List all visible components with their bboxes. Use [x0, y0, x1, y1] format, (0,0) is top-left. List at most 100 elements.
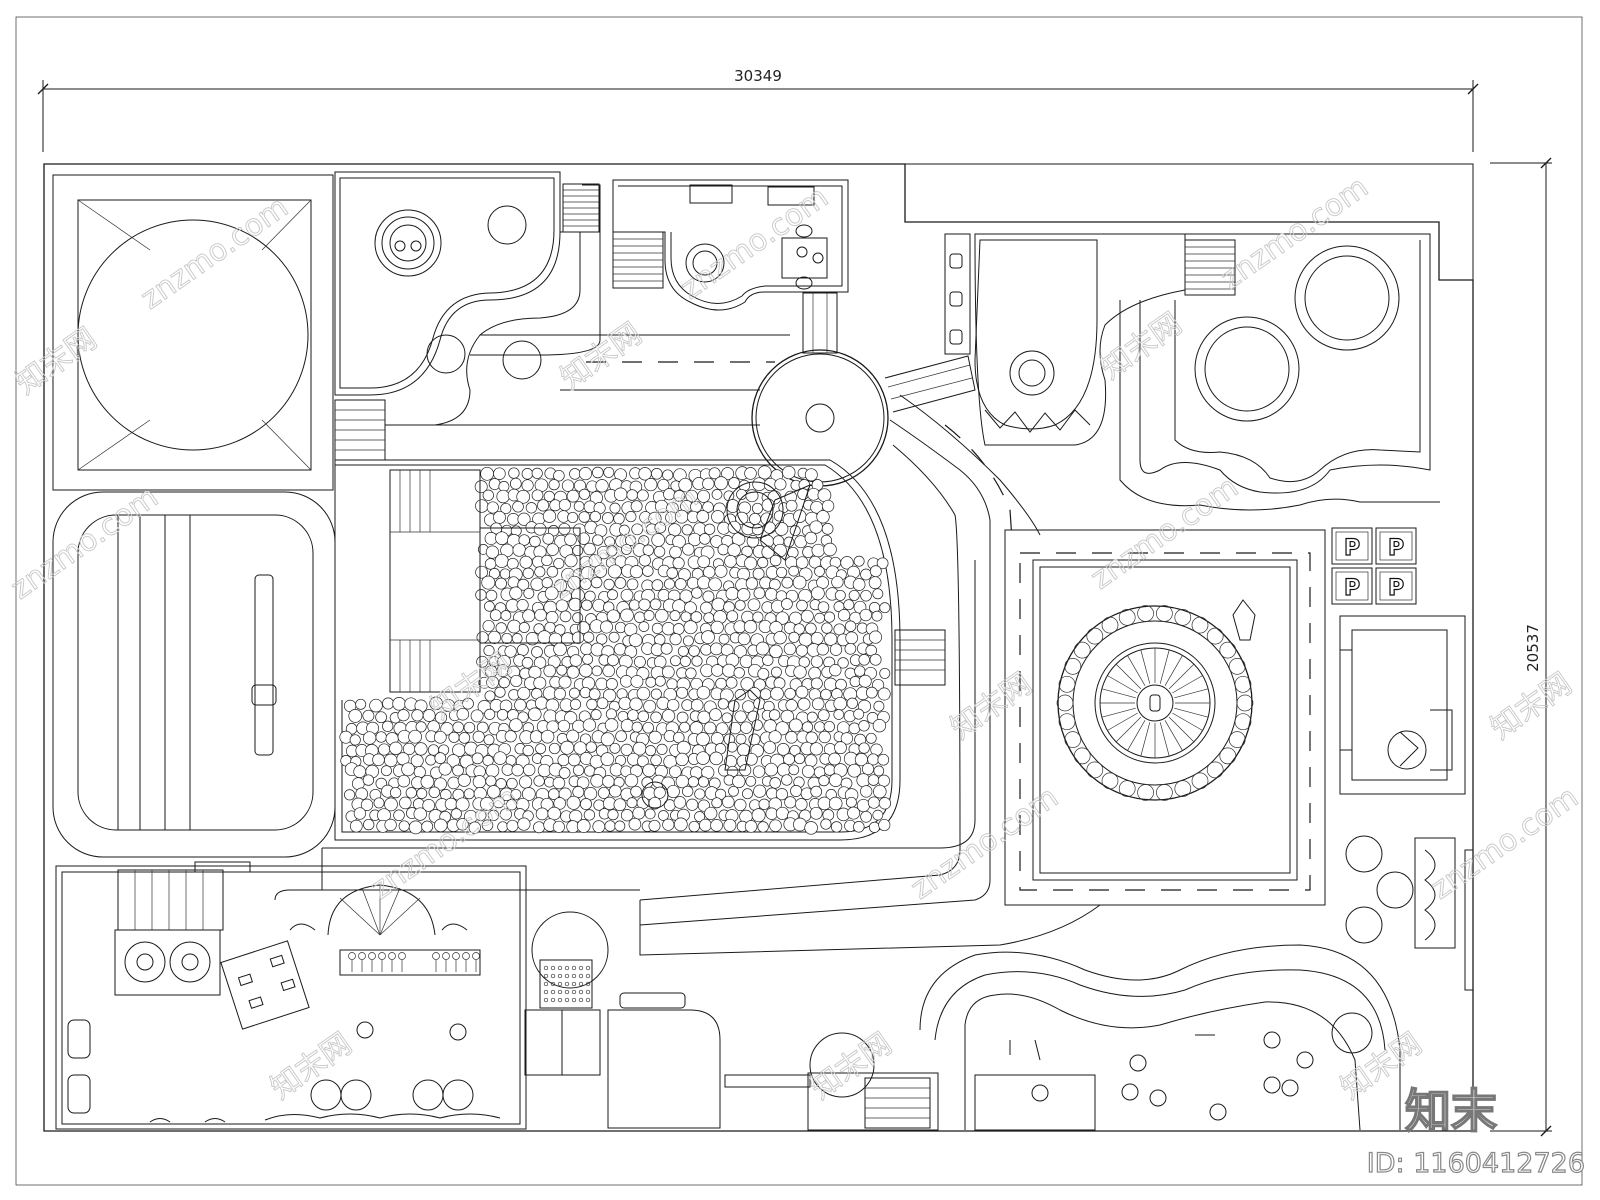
ball — [569, 698, 582, 710]
ball — [480, 466, 494, 481]
ball — [852, 578, 866, 591]
ball — [537, 499, 550, 512]
ball — [630, 785, 642, 798]
ball — [711, 664, 724, 677]
ball — [804, 531, 818, 545]
ball — [643, 699, 657, 713]
watermark-text: znzmo.com — [675, 180, 835, 307]
ball — [853, 708, 865, 720]
carousel-spoke — [1107, 675, 1138, 694]
ball — [645, 676, 657, 688]
grid-hole — [571, 965, 577, 971]
ball — [721, 712, 733, 724]
grid-hole — [557, 981, 563, 987]
tube-play-room — [334, 171, 601, 426]
ball — [583, 542, 596, 556]
brand-logo-text: 知末 — [1405, 1084, 1497, 1138]
ball — [378, 743, 391, 756]
carousel-spoke — [1168, 716, 1195, 743]
ball — [620, 743, 633, 756]
ball — [583, 809, 596, 821]
ball — [820, 688, 832, 701]
ball — [511, 764, 524, 777]
ball — [504, 645, 517, 658]
ball — [560, 740, 575, 755]
ball — [456, 707, 470, 721]
ball — [627, 709, 639, 722]
ball — [814, 612, 825, 624]
ball — [586, 698, 598, 711]
ball — [615, 730, 627, 743]
grid-hole — [571, 989, 577, 995]
ball — [579, 663, 593, 678]
ball — [542, 509, 557, 523]
ball — [867, 796, 880, 809]
carousel-spoke — [1115, 716, 1142, 743]
ball — [535, 743, 547, 755]
carousel-scallop — [1206, 627, 1224, 645]
ball — [809, 520, 823, 534]
ball — [636, 686, 651, 701]
ball — [471, 752, 484, 765]
ball — [485, 775, 497, 787]
ball — [638, 554, 651, 567]
spiral-staircase — [274, 884, 468, 936]
ball — [810, 631, 824, 645]
ball — [878, 818, 891, 832]
ball — [517, 711, 529, 723]
ball — [553, 797, 566, 810]
ball — [566, 729, 580, 743]
grid-hole — [564, 997, 570, 1003]
ball — [540, 729, 555, 744]
ball — [710, 819, 723, 832]
carousel-scallop — [1064, 658, 1082, 675]
ball — [840, 732, 854, 745]
ball — [790, 785, 803, 797]
ball — [547, 806, 561, 821]
ball — [682, 635, 694, 647]
ball — [517, 578, 530, 591]
ball — [769, 819, 782, 832]
ball — [638, 621, 650, 632]
carousel-scallop — [1236, 694, 1254, 712]
ball — [362, 731, 377, 745]
spiked-cylinder-room — [944, 233, 1236, 446]
ball — [711, 510, 725, 524]
ball — [780, 709, 795, 724]
round-platform-zone — [52, 174, 334, 491]
ball — [702, 501, 714, 513]
carousel-scallop — [1073, 641, 1091, 659]
ball — [636, 489, 649, 502]
ball — [743, 620, 758, 634]
ball — [433, 730, 447, 744]
carousel-spoke — [1164, 720, 1183, 751]
ball — [777, 763, 791, 777]
building-outline — [43, 163, 1474, 1132]
watermark-site-cn: 知末网 — [1095, 306, 1189, 386]
ball — [483, 734, 495, 746]
ball — [557, 719, 571, 733]
ball — [769, 777, 781, 789]
ball — [482, 619, 495, 633]
ball — [415, 721, 427, 733]
ball — [516, 489, 531, 504]
grid-hole — [557, 989, 563, 995]
ball — [654, 521, 667, 534]
figure-head — [472, 952, 480, 960]
ball — [533, 821, 545, 834]
ball — [509, 477, 522, 490]
ball — [662, 469, 674, 481]
ball — [593, 564, 608, 578]
ball — [553, 469, 565, 482]
ball — [434, 711, 448, 724]
ball — [411, 709, 424, 722]
ball — [666, 678, 678, 690]
ball — [775, 611, 790, 625]
ball — [860, 589, 872, 602]
grid-hole — [585, 973, 591, 979]
ball — [865, 732, 877, 744]
ball — [592, 820, 606, 833]
watermark-site-cn: 知末网 — [945, 666, 1039, 746]
ball — [552, 776, 566, 790]
ball — [861, 762, 875, 776]
